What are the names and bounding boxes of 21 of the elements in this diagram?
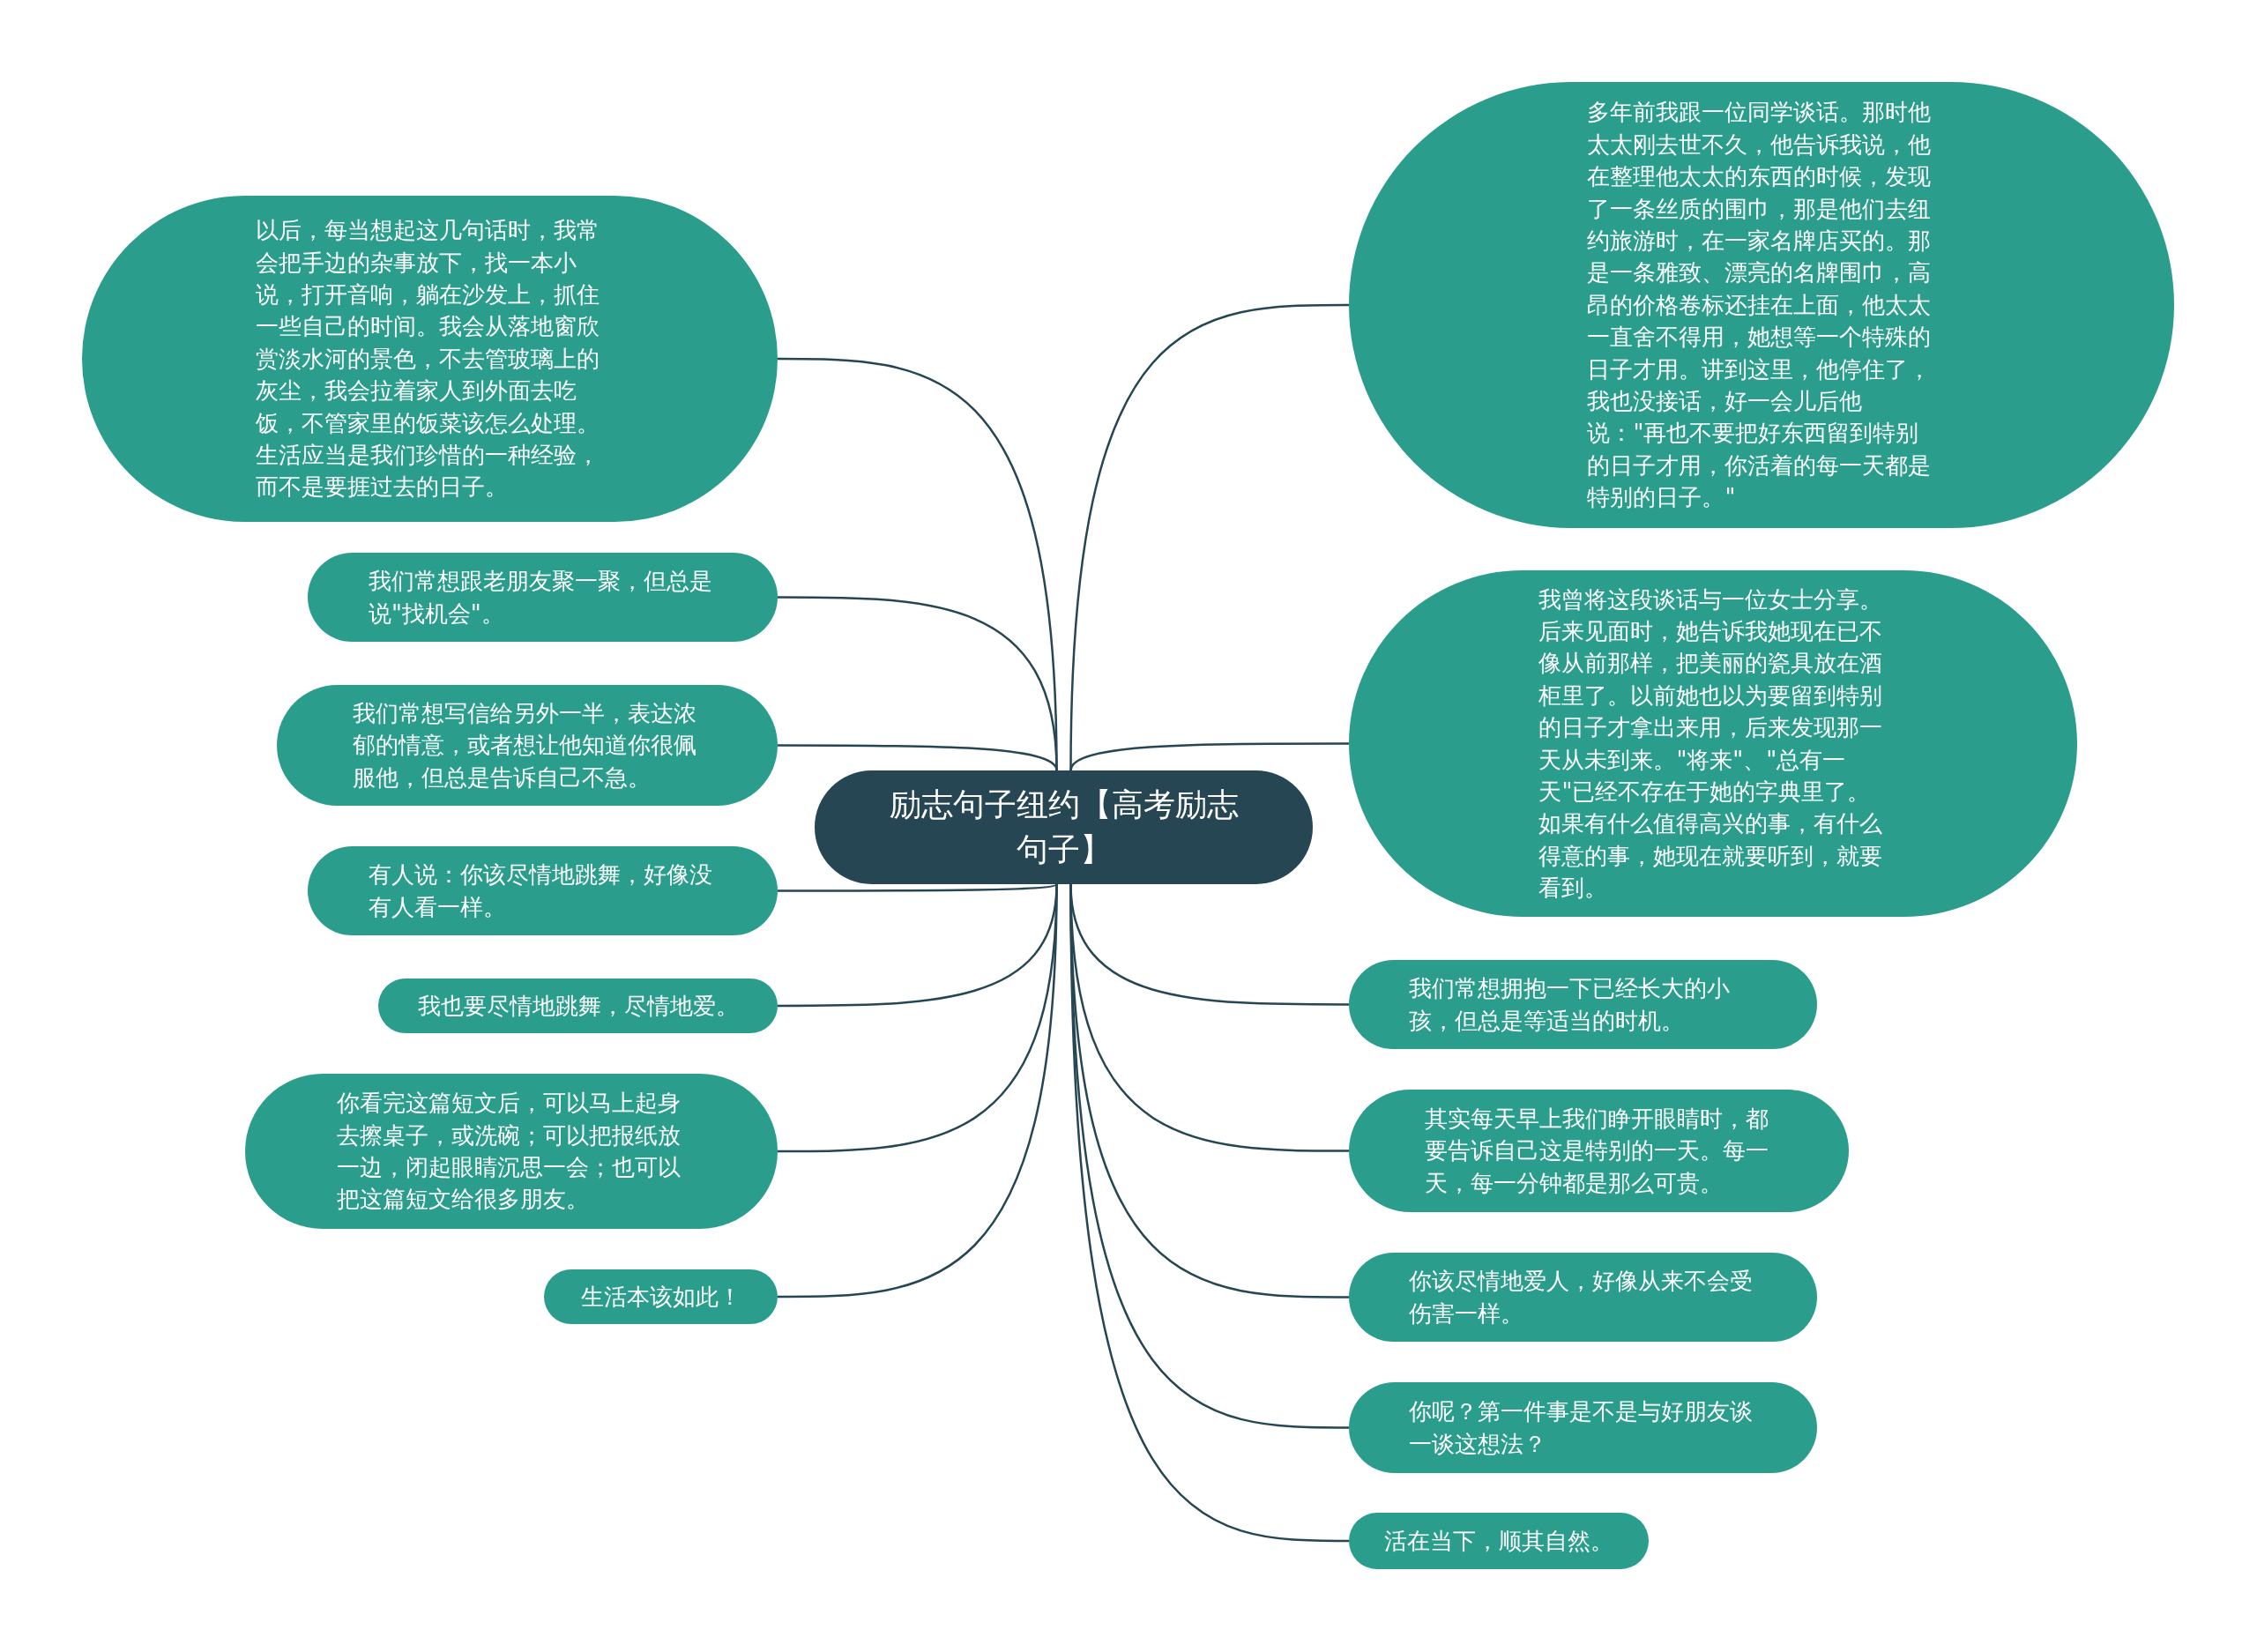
topic-text: 我曾将这段谈话与一位女士分享。后来见面时，她告诉我她现在已不像从前那样，把美丽的瓷具放在酒柜里了。以前她也以为要留到特别的日子才拿出来用，后来发现那一天从未到来。"将来"、"总有一天"已经不存在于她的字典里了。如果有什么值得高兴的事，有什么得意的事，她现在就要听到，就要看到。: [1538, 584, 1884, 904]
topic-text: 其实每天早上我们睁开眼睛时，都要告诉自己这是特别的一天。每一天，每一分钟都是那么可贵。: [1424, 1104, 1769, 1198]
topic-text: 生活本该如此！: [580, 1282, 741, 1312]
connector-line: [1069, 742, 1349, 771]
topic-text: 你看完这篇短文后，可以马上起身去擦桌子，或洗碗；可以把报纸放一边，闭起眼睛沉思一会；也可以把这篇短文给很多朋友。: [337, 1089, 682, 1215]
topic-text: 有人说：你该尽情地跳舞，好像没有人看一样。: [368, 860, 713, 922]
central-topic-text: 励志句子纽约【高考励志句子】: [889, 785, 1239, 869]
connector-line: [778, 882, 1058, 892]
connector-line: [778, 883, 1058, 1299]
topic-text: 以后，每当想起这几句话时，我常会把手边的杂事放下，找一本小说，打开音响，躺在沙发上，抓住一些自己的时间。我会从落地窗欣赏淡水河的景色，不去管玻璃上的灰尘，我会拉着家人到外面去吃饭，不管家里的饭菜该怎么处理。生活应当是我们珍惜的一种经验，而不是要捱过去的日子。: [255, 216, 600, 502]
topic-text: 我们常想写信给另外一半，表达浓郁的情意，或者想让他知道你很佩服他，但总是告诉自己不急。: [353, 698, 698, 793]
topic-text: 多年前我跟一位同学谈话。那时他太太刚去世不久，他告诉我说，他在整理他太太的东西的时候，发现了一条丝质的围巾，那是他们去纽约旅游时，在一家名牌店买的。那是一条雅致、漂亮的名牌围巾，高昂的价格卷标还挂在上面，他太太一直舍不得用，她想等一个特殊的日子才用。讲到这里，他停住了，我也没接话，好一会儿后他说："再也不要把好东西留到特别的日子才用，你活着的每一天都是特别的日子。": [1587, 98, 1933, 513]
connector-line: [1069, 303, 1349, 771]
topic-text: 活在当下，顺其自然。: [1384, 1526, 1613, 1556]
topic-text: 你该尽情地爱人，好像从来不会受伤害一样。: [1408, 1267, 1754, 1328]
topic-text: 你呢？第一件事是不是与好朋友谈一谈这想法？: [1408, 1397, 1754, 1459]
connector-line: [778, 744, 1058, 771]
topic-text: 我也要尽情地跳舞，尽情地爱。: [417, 991, 739, 1021]
connector-line: [778, 596, 1058, 771]
topic-text: 我们常想跟老朋友聚一聚，但总是说"找机会"。: [368, 567, 713, 629]
topic-text: 我们常想拥抱一下已经长大的小孩，但总是等适当的时机。: [1408, 974, 1731, 1036]
